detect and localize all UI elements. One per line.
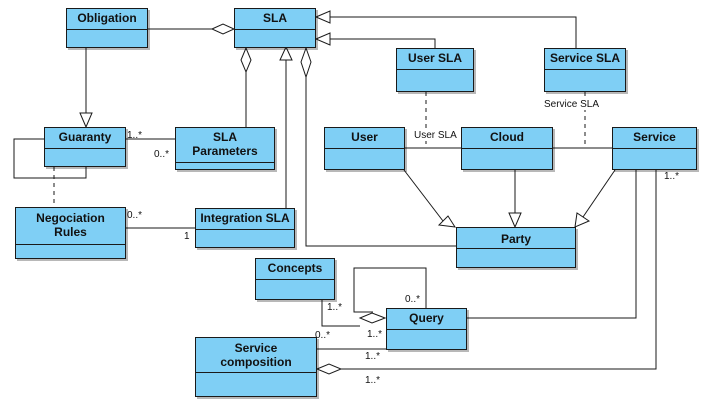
generalization-arrow bbox=[314, 10, 331, 24]
class-divider bbox=[462, 148, 552, 149]
class-divider bbox=[457, 248, 575, 249]
class-service-sla-name: Service SLA bbox=[549, 51, 621, 65]
class-integration-sla[interactable]: Integration SLA bbox=[195, 208, 295, 248]
class-integration-sla-name: Integration SLA bbox=[200, 211, 290, 225]
service-sla-link-label: Service SLA bbox=[542, 99, 602, 110]
generalization-arrow bbox=[279, 45, 293, 61]
generalization-arrow bbox=[508, 212, 522, 229]
class-service-composition[interactable]: Service composition bbox=[195, 337, 317, 397]
class-negociation-rules-name: Negociation Rules bbox=[36, 211, 105, 239]
class-divider bbox=[196, 372, 316, 373]
user-sla-link-label: User SLA bbox=[412, 130, 459, 141]
generalization-arrow bbox=[437, 215, 456, 228]
class-divider bbox=[16, 244, 125, 245]
guaranty-self-loop bbox=[13, 138, 87, 179]
class-sla-parameters[interactable]: SLA Parameters bbox=[175, 127, 275, 170]
class-negociation-rules[interactable]: Negociation Rules bbox=[15, 207, 126, 259]
party-sla-link bbox=[305, 77, 456, 247]
class-query[interactable]: Query bbox=[386, 308, 467, 350]
user-sla-generalization bbox=[330, 38, 436, 48]
class-service[interactable]: Service bbox=[612, 127, 697, 170]
class-service-sla[interactable]: Service SLA bbox=[544, 48, 626, 92]
class-sla-parameters-name: SLA Parameters bbox=[192, 130, 258, 158]
class-guaranty-name: Guaranty bbox=[58, 130, 112, 144]
class-sla[interactable]: SLA bbox=[234, 8, 316, 48]
class-service-name: Service bbox=[633, 130, 676, 144]
service-composition-link bbox=[341, 170, 657, 370]
user-party-generalization bbox=[403, 169, 444, 222]
query-self-loop bbox=[353, 267, 427, 313]
class-divider bbox=[325, 148, 404, 149]
class-divider bbox=[613, 148, 696, 149]
sla-parameters-multiplicity: 0..* bbox=[154, 149, 170, 160]
class-sla-name: SLA bbox=[263, 11, 287, 25]
class-divider bbox=[67, 29, 147, 30]
aggregation-diamond bbox=[300, 46, 312, 79]
class-divider bbox=[196, 229, 294, 230]
class-user-sla[interactable]: User SLA bbox=[396, 48, 474, 92]
service-multiplicity: 1..* bbox=[664, 171, 680, 182]
negociation-multiplicity: 0..* bbox=[127, 210, 143, 221]
class-party[interactable]: Party bbox=[456, 227, 576, 268]
class-query-name: Query bbox=[409, 311, 444, 325]
generalization-arrow bbox=[574, 212, 591, 228]
class-concepts-name: Concepts bbox=[267, 261, 323, 275]
class-divider bbox=[235, 29, 315, 30]
class-divider bbox=[176, 162, 274, 163]
query-self-multiplicity: 0..* bbox=[405, 294, 421, 305]
class-concepts[interactable]: Concepts bbox=[255, 258, 335, 300]
aggregation-diamond bbox=[240, 46, 252, 74]
integration-multiplicity: 1 bbox=[184, 231, 190, 242]
class-divider bbox=[387, 329, 466, 330]
class-user-name: User bbox=[351, 130, 378, 144]
class-divider bbox=[397, 69, 473, 70]
class-service-composition-name: Service composition bbox=[220, 341, 292, 369]
class-party-name: Party bbox=[500, 232, 532, 246]
concepts-query-link bbox=[321, 300, 360, 327]
class-cloud-name: Cloud bbox=[490, 130, 524, 144]
service-party-generalization bbox=[582, 169, 616, 218]
aggregation-diamond bbox=[358, 312, 387, 324]
class-cloud[interactable]: Cloud bbox=[461, 127, 553, 170]
aggregation-diamond bbox=[315, 363, 343, 375]
service-query-link bbox=[467, 170, 637, 319]
class-divider bbox=[545, 69, 625, 70]
generalization-arrow bbox=[79, 112, 93, 129]
generalization-arrow bbox=[314, 32, 331, 46]
class-user-sla-name: User SLA bbox=[407, 51, 463, 65]
concepts-multiplicity: 1..* bbox=[327, 302, 343, 313]
composition-service-multiplicity: 1..* bbox=[365, 375, 381, 386]
class-guaranty[interactable]: Guaranty bbox=[44, 127, 126, 167]
aggregation-diamond bbox=[210, 23, 236, 35]
query-composition-multiplicity: 1..* bbox=[365, 351, 381, 362]
class-obligation[interactable]: Obligation bbox=[66, 8, 148, 48]
class-user[interactable]: User bbox=[324, 127, 405, 170]
class-divider bbox=[256, 279, 334, 280]
guaranty-multiplicity: 1..* bbox=[127, 130, 143, 141]
composition-multiplicity: 0..* bbox=[315, 330, 331, 341]
class-obligation-name: Obligation bbox=[77, 11, 137, 25]
service-sla-generalization bbox=[330, 16, 577, 48]
class-divider bbox=[45, 148, 125, 149]
query-concepts-multiplicity: 1..* bbox=[367, 329, 383, 340]
